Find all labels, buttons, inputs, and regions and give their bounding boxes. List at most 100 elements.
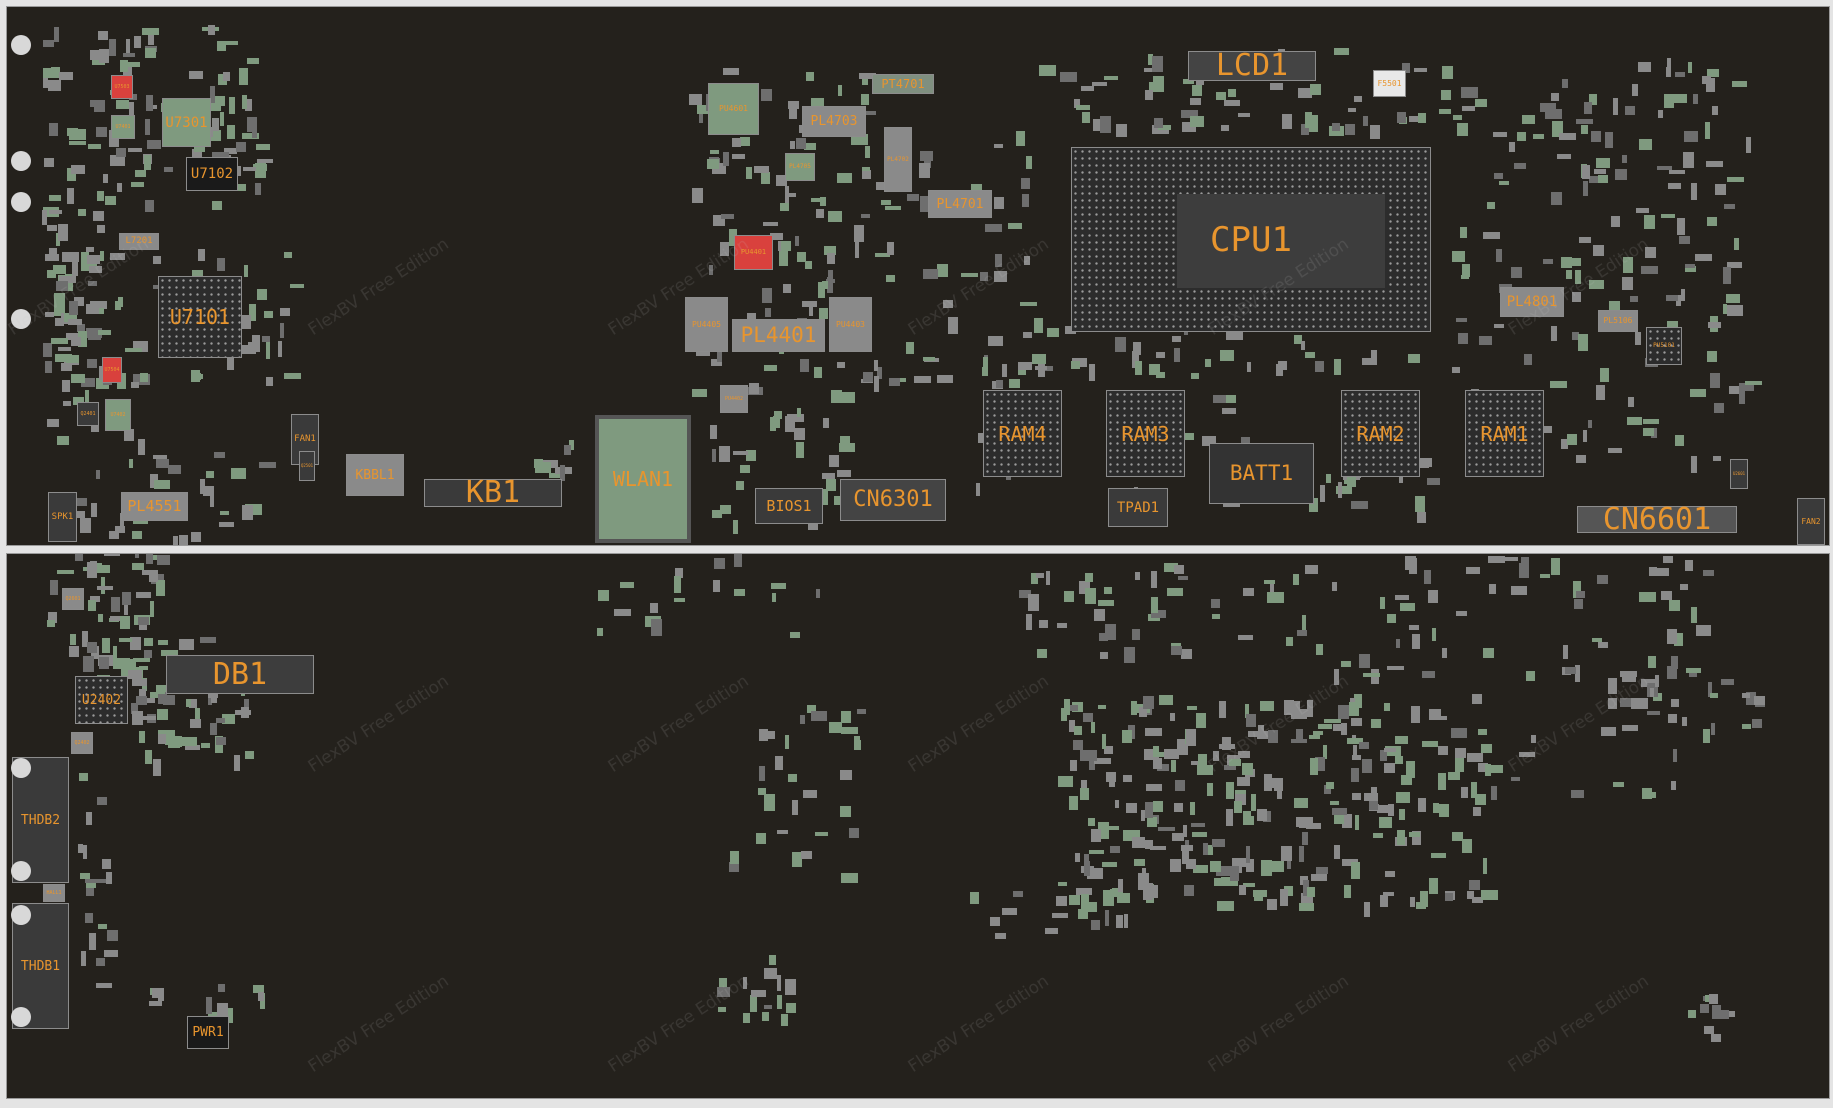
component-cpu1[interactable]: CPU1 <box>1071 147 1431 332</box>
component-u7503[interactable]: U7503 <box>111 75 133 99</box>
smd-pad <box>789 141 795 150</box>
component-pl4702[interactable]: PL4702 <box>884 127 912 192</box>
component-lcd1[interactable]: LCD1 <box>1188 51 1316 81</box>
smd-pad <box>1301 341 1306 351</box>
component-bios1[interactable]: BIOS1 <box>755 488 823 524</box>
smd-pad <box>1379 894 1388 907</box>
smd-pad <box>1475 99 1488 108</box>
component-pu4405[interactable]: PU4405 <box>685 297 728 352</box>
bottom-board-view[interactable]: DB1 U2402 THDB2 THDB1 PWR1 Q2601 Q2402 H… <box>6 553 1830 1099</box>
component-pl4701[interactable]: PL4701 <box>928 190 992 218</box>
component-l7201[interactable]: L7201 <box>119 233 159 250</box>
component-label: U2601 <box>1732 471 1746 476</box>
smd-pad <box>861 213 871 218</box>
smd-pad <box>970 184 982 194</box>
smd-pad <box>258 461 276 468</box>
smd-pad <box>560 465 566 482</box>
smd-pad <box>145 750 153 765</box>
component-u2601[interactable]: U2601 <box>1730 459 1748 489</box>
component-pu4601[interactable]: PU4601 <box>708 83 759 135</box>
smd-pad <box>49 580 58 596</box>
smd-pad <box>1598 641 1609 648</box>
component-cn6601[interactable]: CN6601 <box>1577 504 1737 534</box>
component-u7401[interactable]: U7401 <box>111 115 135 139</box>
component-ram2[interactable]: RAM2 <box>1341 390 1420 477</box>
component-pt4701[interactable]: PT4701 <box>872 74 934 94</box>
smd-pad <box>829 455 840 468</box>
smd-pad <box>1351 718 1363 727</box>
smd-pad <box>717 1007 726 1013</box>
component-q2601[interactable]: Q2601 <box>62 588 84 610</box>
smd-pad <box>813 366 822 378</box>
smd-pad <box>198 249 206 262</box>
component-u7504[interactable]: U7504 <box>102 357 122 383</box>
component-q2401[interactable]: Q2401 <box>77 402 99 426</box>
component-u7301[interactable]: U7301 <box>162 98 211 147</box>
smd-pad <box>1232 857 1249 867</box>
smd-pad <box>112 645 117 661</box>
smd-pad <box>1550 380 1568 388</box>
smd-pad <box>772 593 777 603</box>
component-pl4551[interactable]: PL4551 <box>121 492 188 521</box>
smd-pad <box>1576 591 1586 599</box>
smd-pad <box>711 448 716 462</box>
smd-pad <box>1622 155 1628 164</box>
smd-pad <box>1174 565 1185 575</box>
component-tpad1[interactable]: TPAD1 <box>1108 488 1168 527</box>
component-label: PL4702 <box>887 155 909 163</box>
component-pl4401[interactable]: PL4401 <box>732 319 825 352</box>
smd-pad <box>1462 263 1471 277</box>
component-db1[interactable]: DB1 <box>166 655 314 694</box>
smd-pad <box>256 159 273 164</box>
component-q2501[interactable]: Q2501 <box>299 451 315 481</box>
smd-pad <box>1132 836 1146 848</box>
smd-pad <box>1649 687 1654 697</box>
smd-pad <box>49 210 63 215</box>
component-pl4705[interactable]: PL4705 <box>785 153 815 181</box>
component-cn6301[interactable]: CN6301 <box>840 479 946 521</box>
smd-pad <box>1729 386 1740 395</box>
component-u7101[interactable]: U7101 <box>158 276 242 358</box>
smd-pad <box>95 958 105 967</box>
component-pu4402[interactable]: PU4402 <box>720 385 748 413</box>
smd-pad <box>1488 583 1496 594</box>
component-pwr1[interactable]: PWR1 <box>187 1016 229 1049</box>
component-wlan1[interactable]: WLAN1 <box>595 415 691 543</box>
smd-pad <box>1051 912 1068 918</box>
component-label: DB1 <box>212 656 268 692</box>
smd-pad <box>1026 156 1033 170</box>
smd-pad <box>258 991 265 1001</box>
smd-pad <box>735 481 744 491</box>
smd-pad <box>1458 333 1469 345</box>
smd-pad <box>132 340 148 352</box>
smd-pad <box>697 105 714 115</box>
component-fan2[interactable]: FAN2 <box>1797 498 1825 545</box>
component-u2402[interactable]: U2402 <box>75 676 128 724</box>
component-ram4[interactable]: RAM4 <box>983 390 1062 477</box>
component-pu4403[interactable]: PU4403 <box>829 297 872 352</box>
component-pu5101[interactable]: PU5101 <box>1646 327 1682 365</box>
smd-pad <box>761 287 772 303</box>
component-u7402[interactable]: U7402 <box>105 399 131 431</box>
smd-pad <box>1143 749 1159 761</box>
component-ram1[interactable]: RAM1 <box>1465 390 1544 477</box>
component-spk1[interactable]: SPK1 <box>48 492 77 542</box>
component-f5501[interactable]: F5501 <box>1373 70 1406 97</box>
component-pu4401[interactable]: PU4401 <box>734 235 773 270</box>
smd-pad <box>985 224 1003 233</box>
component-batt1[interactable]: BATT1 <box>1209 443 1314 504</box>
top-board-view[interactable]: CPU1 LCD1 RAM4 RAM3 RAM2 RAM1 BATT1 TPAD… <box>6 6 1830 546</box>
smd-pad <box>1394 755 1403 764</box>
component-kbbl1[interactable]: KBBL1 <box>346 454 404 496</box>
component-kb1[interactable]: KB1 <box>424 478 562 508</box>
component-q2402[interactable]: Q2402 <box>71 732 93 754</box>
component-pl4703[interactable]: PL4703 <box>802 106 866 137</box>
component-u7102[interactable]: U7102 <box>186 157 238 191</box>
smd-pad <box>84 912 93 923</box>
component-pl5106[interactable]: PL5106 <box>1598 310 1638 332</box>
component-hall1[interactable]: HALL1 <box>43 884 65 902</box>
smd-pad <box>1564 667 1576 675</box>
smd-pad <box>1092 119 1101 132</box>
component-ram3[interactable]: RAM3 <box>1106 390 1185 477</box>
component-pl4801[interactable]: PL4801 <box>1500 287 1564 317</box>
